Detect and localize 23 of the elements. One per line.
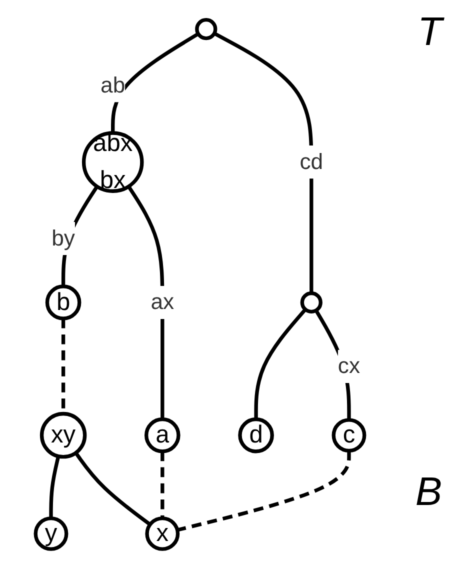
tree-name-label: T bbox=[418, 10, 442, 55]
node-circle: b bbox=[45, 284, 82, 320]
connector bbox=[111, 32, 200, 133]
node-circle bbox=[300, 291, 322, 314]
edge-label: cx bbox=[338, 354, 360, 378]
connector bbox=[160, 451, 164, 518]
edge-label: ax bbox=[150, 290, 174, 314]
connector bbox=[176, 450, 351, 532]
node-circle: xy bbox=[40, 412, 87, 459]
node-circle bbox=[195, 18, 218, 40]
tree-name-label: B bbox=[415, 470, 442, 515]
connector bbox=[49, 456, 60, 518]
edge-label: ab bbox=[100, 72, 126, 98]
node-circle: c bbox=[332, 418, 366, 453]
node-circle: a bbox=[144, 417, 180, 454]
edge-label: by bbox=[52, 226, 75, 250]
edge-label: cd bbox=[300, 149, 324, 174]
node-circle: d bbox=[238, 417, 274, 454]
node-circle: y bbox=[34, 516, 68, 551]
connector bbox=[254, 308, 307, 420]
connector bbox=[74, 452, 152, 526]
connector bbox=[213, 32, 314, 294]
node-circle: x bbox=[145, 516, 180, 551]
